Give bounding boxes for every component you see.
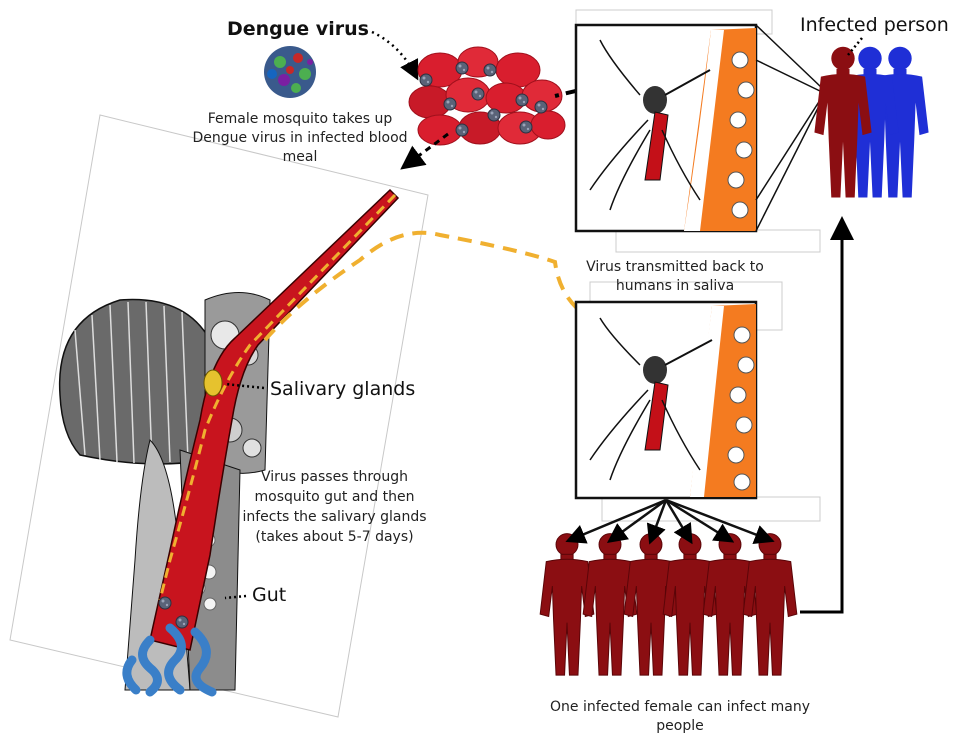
incubation-note: Virus passes through mosquito gut and th… [232,467,437,547]
red-blood-cells [409,47,565,145]
many-people-note: One infected female can infect many peop… [535,698,825,736]
crowd-to-infected-arrow [800,222,842,612]
saliva-bite-panel [576,282,820,521]
saliva-transmission-note: Virus transmitted back to humans in sali… [560,258,790,296]
salivary-glands-label: Salivary glands [270,378,415,400]
blood-meal-note: Female mosquito takes up Dengue virus in… [190,110,410,167]
magnify-lines [756,25,822,231]
virus-to-blood-arrow [372,32,416,76]
gut-label: Gut [252,584,286,606]
infected-person-figures [814,47,928,198]
dengue-virus-particle [264,46,316,98]
mosquito-cross-section [10,115,428,717]
infected-crowd [540,534,797,676]
dengue-virus-label: Dengue virus [227,18,369,40]
blood-meal-bite-panel [576,10,820,252]
infected-person-label: Infected person [800,14,949,36]
